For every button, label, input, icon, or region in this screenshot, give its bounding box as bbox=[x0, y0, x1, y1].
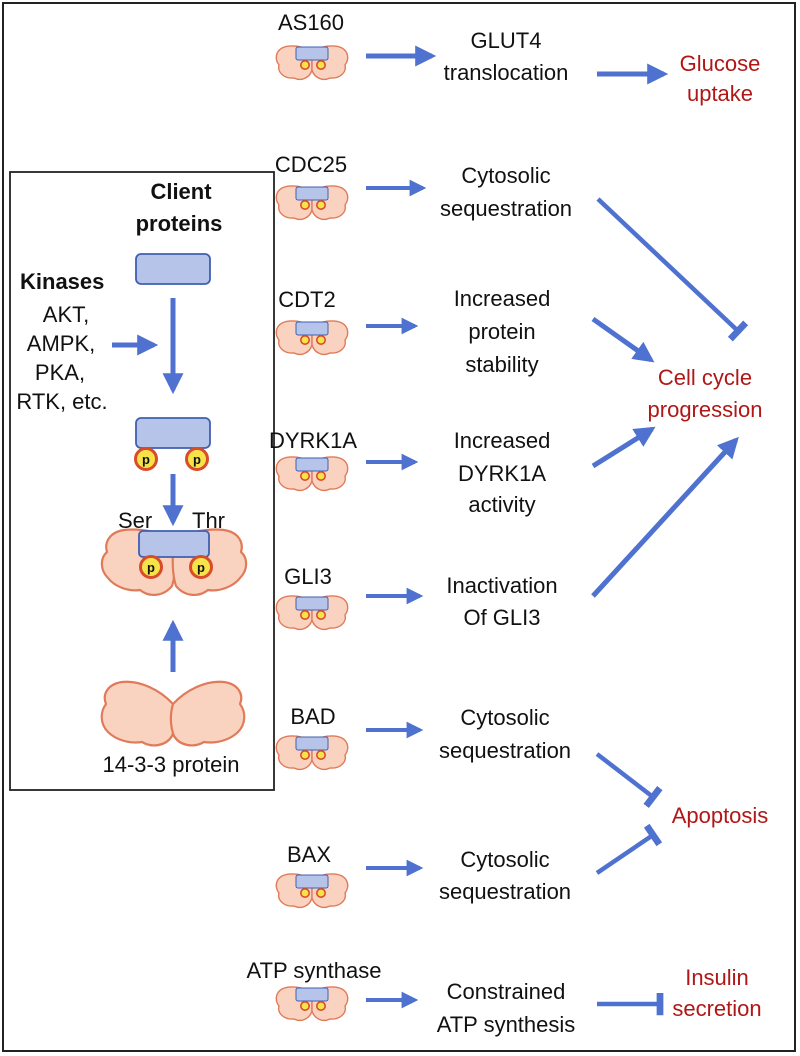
effect-line: stability bbox=[465, 352, 538, 377]
client-title-line2: proteins bbox=[136, 211, 223, 236]
complex-icon bbox=[275, 873, 349, 909]
effect-line: sequestration bbox=[439, 879, 571, 904]
effect-line: sequestration bbox=[440, 196, 572, 221]
target-row-gli3: GLI3 Inactivation Of GLI3 bbox=[275, 564, 558, 631]
effect-line: Constrained bbox=[447, 979, 566, 1004]
kinase-rtk-etc: RTK, etc. bbox=[16, 389, 107, 414]
complex-icon bbox=[275, 986, 349, 1022]
outcome-glucose-line1: Glucose bbox=[680, 51, 761, 76]
effect-line: sequestration bbox=[439, 738, 571, 763]
effect-line: Of GLI3 bbox=[463, 605, 540, 630]
kinase-pka: PKA, bbox=[35, 360, 85, 385]
mechanism-panel: Client proteins Kinases AKT, AMPK, PKA, … bbox=[9, 171, 275, 791]
target-name: BAX bbox=[287, 842, 331, 867]
svg-text:p: p bbox=[193, 452, 201, 467]
kinase-akt: AKT, bbox=[43, 302, 89, 327]
bound-phospho-left: p bbox=[139, 555, 163, 579]
target-name: AS160 bbox=[278, 10, 344, 35]
bax-inhibits-apoptosis bbox=[595, 823, 663, 875]
effect-line: Inactivation bbox=[446, 573, 557, 598]
complex-icon bbox=[275, 320, 349, 356]
effect-line: ATP synthesis bbox=[437, 1012, 576, 1037]
client-protein-unbound bbox=[135, 253, 211, 285]
target-name: DYRK1A bbox=[269, 428, 357, 453]
effect-line: Cytosolic bbox=[460, 847, 549, 872]
bad-inhibits-apoptosis bbox=[595, 752, 663, 808]
protein-label: 14-3-3 protein bbox=[103, 752, 240, 777]
outcome-insulin-line2: secretion bbox=[672, 996, 761, 1021]
mechanism-panel-border bbox=[9, 171, 275, 791]
kinase-ampk: AMPK, bbox=[27, 331, 95, 356]
target-name: GLI3 bbox=[284, 564, 332, 589]
target-row-bax: BAX Cytosolic sequestration bbox=[275, 842, 571, 909]
cdt2-to-cell-cycle-arrow bbox=[591, 316, 655, 363]
complex-icon bbox=[275, 595, 349, 631]
kinases-title: Kinases bbox=[20, 269, 104, 294]
effect-line: activity bbox=[468, 492, 535, 517]
effect-line: Cytosolic bbox=[461, 163, 550, 188]
effect-line: GLUT4 bbox=[471, 28, 542, 53]
complex-icon bbox=[275, 456, 349, 492]
target-name: BAD bbox=[290, 704, 335, 729]
effect-line: Cytosolic bbox=[460, 705, 549, 730]
effect-line: translocation bbox=[444, 60, 569, 85]
svg-text:p: p bbox=[147, 560, 155, 575]
client-protein-phosphorylated bbox=[135, 417, 211, 449]
effect-line: DYRK1A bbox=[458, 461, 546, 486]
complex-icon bbox=[275, 735, 349, 771]
outcome-insulin-line1: Insulin bbox=[685, 965, 749, 990]
effect-line: Increased bbox=[454, 428, 551, 453]
outcome-apoptosis: Apoptosis bbox=[672, 803, 769, 828]
phospho-site-left: p bbox=[134, 447, 158, 471]
target-row-bad: BAD Cytosolic sequestration bbox=[275, 704, 571, 771]
svg-text:p: p bbox=[142, 452, 150, 467]
complex-icon bbox=[275, 185, 349, 221]
dyrk1a-to-cell-cycle-arrow bbox=[591, 426, 656, 469]
effect-line: Increased bbox=[454, 286, 551, 311]
outcome-glucose-line2: uptake bbox=[687, 81, 753, 106]
free-14-3-3-dimer bbox=[100, 680, 246, 747]
outcome-cell-cycle-line1: Cell cycle bbox=[658, 365, 752, 390]
phospho-site-right: p bbox=[185, 447, 209, 471]
client-protein-bound bbox=[138, 530, 210, 558]
svg-text:p: p bbox=[197, 560, 205, 575]
target-row-cdt2: CDT2 Increased protein stability bbox=[275, 286, 551, 377]
cdc25-inhibits-cell-cycle bbox=[596, 197, 749, 342]
complex-icon bbox=[275, 45, 349, 81]
gli3-to-cell-cycle-arrow bbox=[591, 436, 739, 598]
client-title-line1: Client bbox=[150, 179, 212, 204]
target-row-cdc25: CDC25 Cytosolic sequestration bbox=[275, 152, 572, 221]
outcome-cell-cycle-line2: progression bbox=[648, 397, 763, 422]
effect-line: protein bbox=[468, 319, 535, 344]
target-name: ATP synthase bbox=[247, 958, 382, 983]
target-name: CDT2 bbox=[278, 287, 335, 312]
target-name: CDC25 bbox=[275, 152, 347, 177]
bound-phospho-right: p bbox=[189, 555, 213, 579]
